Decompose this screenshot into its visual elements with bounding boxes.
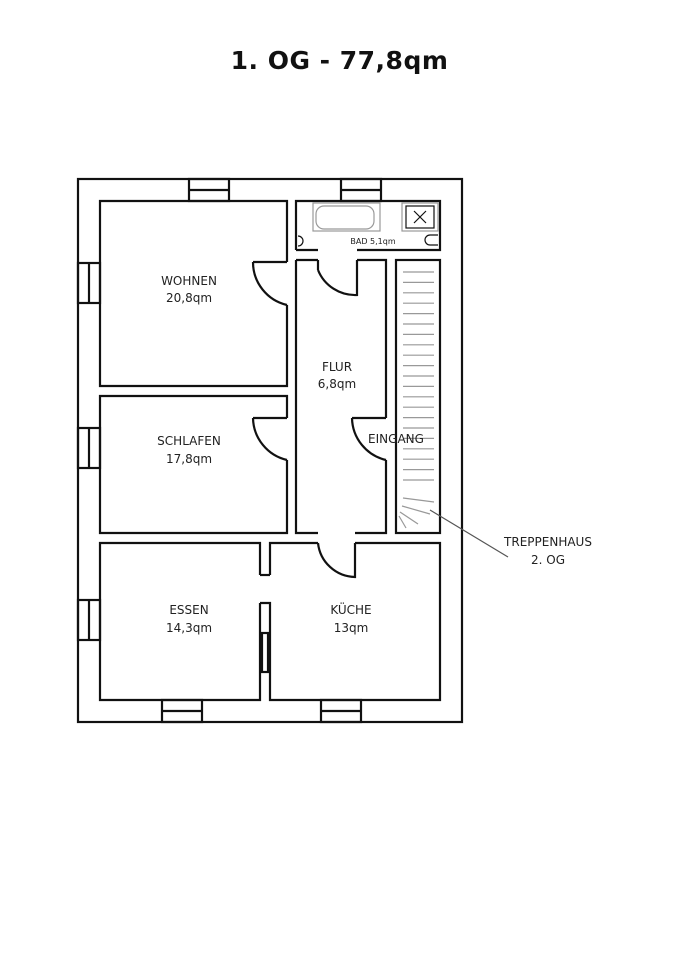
kueche-name: KÜCHE [330,601,371,617]
stair-winder [398,515,407,529]
eingang-name: EINGANG [368,432,424,446]
annotation-line2: 2. OG [531,553,565,567]
flur-area: 6,8qm [318,377,356,391]
flur-name: FLUR [322,360,352,374]
shower [401,202,439,232]
windows [76,177,383,724]
kueche-area: 13qm [334,621,369,635]
room-bad [294,199,442,252]
wohnen-name: WOHNEN [161,274,217,288]
page-title: 1. OG - 77,8qm [230,46,449,75]
room-kueche [260,541,442,702]
bathtub [312,202,381,232]
sink-icon [424,234,438,246]
schlafen-name: SCHLAFEN [157,434,221,448]
schlafen-area: 17,8qm [166,452,212,466]
toilet-icon [297,235,304,247]
room-essen [98,541,270,702]
bad-label: BAD 5,1qm [350,237,395,246]
annotation-leader-line [429,509,509,558]
stair-winder [401,505,431,515]
staircase [394,258,442,535]
stair-winder [402,497,435,503]
essen-name: ESSEN [169,603,208,617]
annotation-line1: TREPPENHAUS [503,535,592,549]
room-schlafen [98,394,289,535]
room-flur [294,258,388,579]
room-wohnen [98,199,289,388]
essen-area: 14,3qm [166,621,212,635]
stair-winder [399,511,419,525]
wohnen-area: 20,8qm [166,291,212,305]
